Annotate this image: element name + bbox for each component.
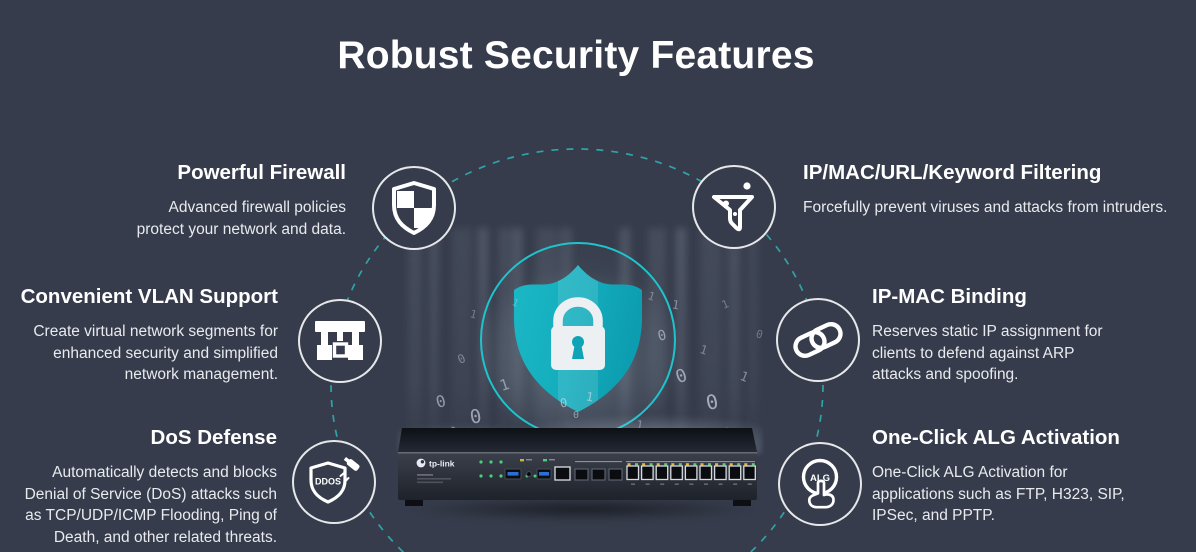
binary-digit: 1 xyxy=(497,375,512,395)
light-ray xyxy=(452,228,472,450)
light-ray xyxy=(648,228,666,450)
feature-title: DoS Defense xyxy=(150,426,277,449)
feature-description: Forcefully prevent viruses and attacks f… xyxy=(803,199,1168,216)
lock-icon xyxy=(551,297,605,370)
ethernet-ports xyxy=(626,463,756,485)
binary-digit: 0 xyxy=(720,425,732,443)
feature-title: Powerful Firewall xyxy=(177,161,346,184)
binary-digit: 1 xyxy=(635,417,645,433)
feature-powerful-firewall: Powerful Firewall Advanced firewall poli… xyxy=(86,161,346,240)
light-ray xyxy=(430,228,438,450)
light-ray xyxy=(536,228,558,450)
feature-description: Create virtual network segments for enha… xyxy=(33,323,278,383)
binary-digit: 0 xyxy=(433,391,448,412)
binary-digit: 1 xyxy=(698,342,710,358)
router-image: tp-link xyxy=(398,428,757,506)
light-ray xyxy=(514,228,522,450)
feature-description: One-Click ALG Activation for application… xyxy=(872,464,1125,524)
binary-digit: 0 xyxy=(672,364,691,389)
feature-vlan-support: Convenient VLAN Support Create virtual n… xyxy=(0,285,278,386)
binary-digit: 1 xyxy=(670,297,681,313)
feature-title: IP-MAC Binding xyxy=(872,285,1027,308)
firewall-shield-icon xyxy=(372,166,456,250)
feature-title: IP/MAC/URL/Keyword Filtering xyxy=(803,161,1102,184)
light-ray xyxy=(728,228,740,450)
filter-funnel-icon xyxy=(692,165,776,249)
binary-digit: 0 xyxy=(573,410,580,421)
brand-text: tp-link xyxy=(429,459,455,469)
binary-digit: 0 xyxy=(490,435,502,452)
binary-digit: 1 xyxy=(719,297,731,312)
binary-digit: 0 xyxy=(486,466,493,479)
binary-digit: 0 xyxy=(455,351,468,367)
binary-digit: 1 xyxy=(445,424,459,441)
light-ray xyxy=(748,228,758,450)
binary-digit: 0 xyxy=(538,429,550,446)
light-ray xyxy=(408,228,422,450)
binary-digit: 0 xyxy=(559,395,569,411)
binary-digit: 0 xyxy=(611,433,626,453)
page-title: Robust Security Features xyxy=(337,34,815,77)
feature-alg-activation: One-Click ALG Activation One-Click ALG A… xyxy=(872,426,1172,527)
router-shadow xyxy=(408,498,758,520)
front-ports xyxy=(504,461,755,481)
binary-digit: 0 xyxy=(754,327,765,342)
link-chain-icon xyxy=(776,298,860,382)
binary-digit: 0 xyxy=(742,437,753,453)
feature-ip-mac-binding: IP-MAC Binding Reserves static IP assign… xyxy=(872,285,1172,386)
feature-title: One-Click ALG Activation xyxy=(872,426,1120,449)
feature-description: Reserves static IP assignment for client… xyxy=(872,323,1103,383)
light-ray xyxy=(560,228,572,450)
binary-digit: 1 xyxy=(698,469,709,484)
binary-digit: 0 xyxy=(468,405,484,429)
tp-link-logo: tp-link xyxy=(416,459,455,484)
light-ray xyxy=(498,228,514,450)
status-leds xyxy=(479,459,555,478)
alg-click-icon: ALG xyxy=(778,442,862,526)
light-ray xyxy=(700,228,722,450)
center-glow xyxy=(438,238,722,472)
feature-description: Advanced firewall policies protect your … xyxy=(136,199,346,238)
binary-digit: 1 xyxy=(468,307,479,322)
security-shield-lock-graphic xyxy=(514,265,642,412)
binary-digit: 1 xyxy=(509,297,521,310)
shield-icon xyxy=(514,265,642,412)
binary-digit: 1 xyxy=(584,389,595,405)
ddos-shield-icon: DDOS xyxy=(292,440,376,524)
feature-dos-defense: DoS Defense Automatically detects and bl… xyxy=(0,426,277,548)
binary-digit: 1 xyxy=(645,289,657,304)
shield-ring xyxy=(480,242,676,438)
floor-light xyxy=(398,412,762,454)
binary-digit: 1 xyxy=(570,437,581,452)
feature-keyword-filtering: IP/MAC/URL/Keyword Filtering Forcefully … xyxy=(803,161,1196,219)
light-ray xyxy=(478,228,488,450)
light-ray xyxy=(676,228,686,450)
light-ray xyxy=(620,228,630,450)
vlan-network-icon xyxy=(298,299,382,383)
feature-title: Convenient VLAN Support xyxy=(20,285,278,308)
feature-description: Automatically detects and blocks Denial … xyxy=(24,464,277,546)
binary-digit: 1 xyxy=(737,369,751,386)
binary-digit: 0 xyxy=(703,389,721,415)
binary-digit: 0 xyxy=(656,327,669,345)
ddos-badge: DDOS xyxy=(315,477,341,487)
